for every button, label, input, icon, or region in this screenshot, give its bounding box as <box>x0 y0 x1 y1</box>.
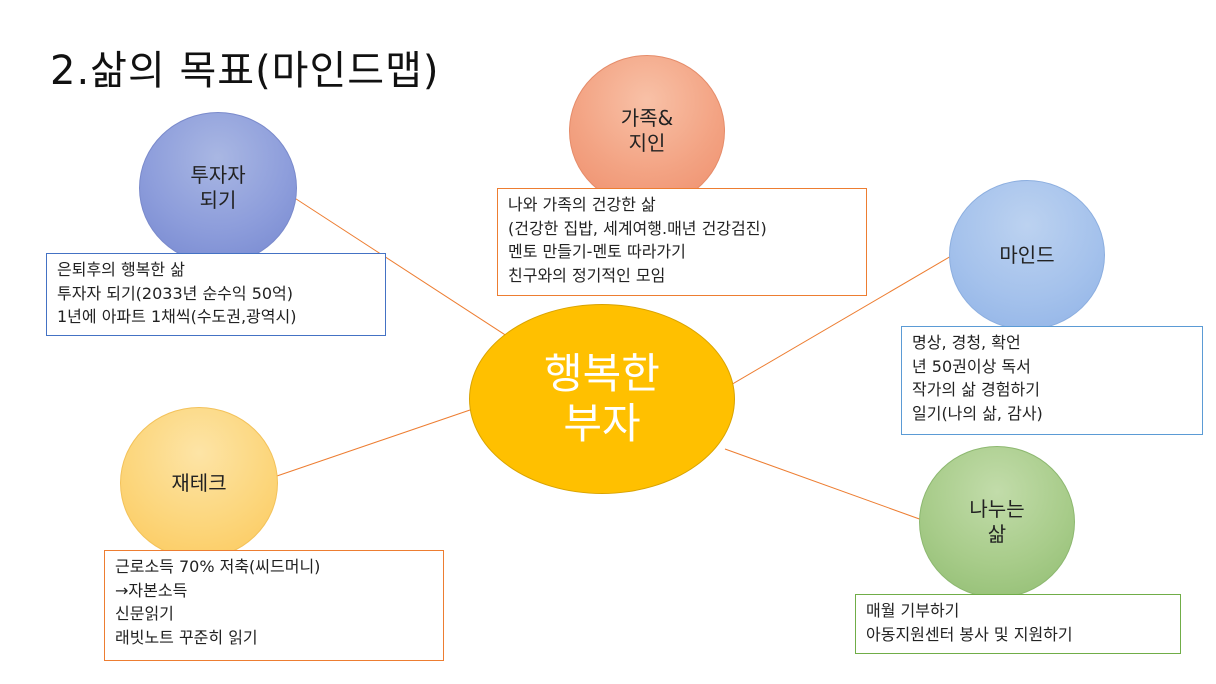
box-family-item: 멘토 만들기-멘토 따라가기 <box>508 242 686 261</box>
box-family-item: 친구와의 정기적인 모임 <box>508 265 666 285</box>
box-mind-item: 년 50권이상 독서 <box>912 356 1031 376</box>
node-money-line-1: 재테크 <box>171 470 227 495</box>
connector-share <box>724 448 926 522</box>
node-invest-line-2: 되기 <box>199 188 237 212</box>
node-family[interactable]: 가족& 지인 <box>569 55 725 207</box>
center-line-1: 행복한 <box>544 348 660 398</box>
box-share[interactable]: 매월 기부하기 아동지원센터 봉사 및 지원하기 <box>855 594 1181 654</box>
box-money-item: →자본소득 <box>115 580 188 600</box>
box-invest-item: 은퇴후의 행복한 삶 <box>57 260 185 279</box>
node-share-line-2: 삶 <box>987 522 1007 546</box>
connector-invest <box>289 194 511 339</box>
center-line-2: 부자 <box>563 399 641 448</box>
node-money[interactable]: 재테크 <box>120 407 278 559</box>
box-family[interactable]: 나와 가족의 건강한 삶 (건강한 집밥, 세계여행.매년 건강검진) 멘토 만… <box>497 188 867 296</box>
box-invest[interactable]: 은퇴후의 행복한 삶 투자자 되기(2033년 순수익 50억) 1년에 아파트… <box>46 253 386 336</box>
box-money-item: 신문읽기 <box>115 604 174 623</box>
node-family-line-2: 지인 <box>628 131 666 155</box>
center-node[interactable]: 행복한 부자 <box>469 304 735 494</box>
box-mind[interactable]: 명상, 경청, 확언 년 50권이상 독서 작가의 삶 경험하기 일기(나의 삶… <box>901 326 1203 435</box>
connector-mind <box>728 251 959 387</box>
box-invest-item: 투자자 되기(2033년 순수익 50억) <box>57 283 294 303</box>
box-share-item: 아동지원센터 봉사 및 지원하기 <box>866 624 1073 644</box>
node-mind-line-1: 마인드 <box>999 242 1055 267</box>
connector-money <box>273 409 471 478</box>
box-money[interactable]: 근로소득 70% 저축(씨드머니) →자본소득 신문읽기 래빗노트 꾸준히 읽기 <box>104 550 444 661</box>
node-share-line-1: 나누는 <box>969 497 1025 521</box>
node-family-line-1: 가족& <box>620 106 674 130</box>
box-money-item: 래빗노트 꾸준히 읽기 <box>115 627 258 647</box>
box-mind-item: 명상, 경청, 확언 <box>912 333 1021 352</box>
box-family-item: 나와 가족의 건강한 삶 <box>508 195 656 214</box>
box-invest-item: 1년에 아파트 1채씩(수도권,광역시) <box>57 307 297 326</box>
box-family-item: (건강한 집밥, 세계여행.매년 건강검진) <box>508 218 767 238</box>
node-share[interactable]: 나누는 삶 <box>919 446 1075 598</box>
box-mind-item: 작가의 삶 경험하기 <box>912 380 1040 399</box>
box-money-item: 근로소득 70% 저축(씨드머니) <box>115 557 321 576</box>
node-invest-line-1: 투자자 <box>190 163 246 187</box>
node-mind[interactable]: 마인드 <box>949 180 1105 330</box>
box-share-item: 매월 기부하기 <box>866 601 960 620</box>
page-title: 2.삶의 목표(마인드맵) <box>50 48 440 94</box>
node-invest[interactable]: 투자자 되기 <box>139 112 297 264</box>
box-mind-item: 일기(나의 삶, 감사) <box>912 403 1043 423</box>
